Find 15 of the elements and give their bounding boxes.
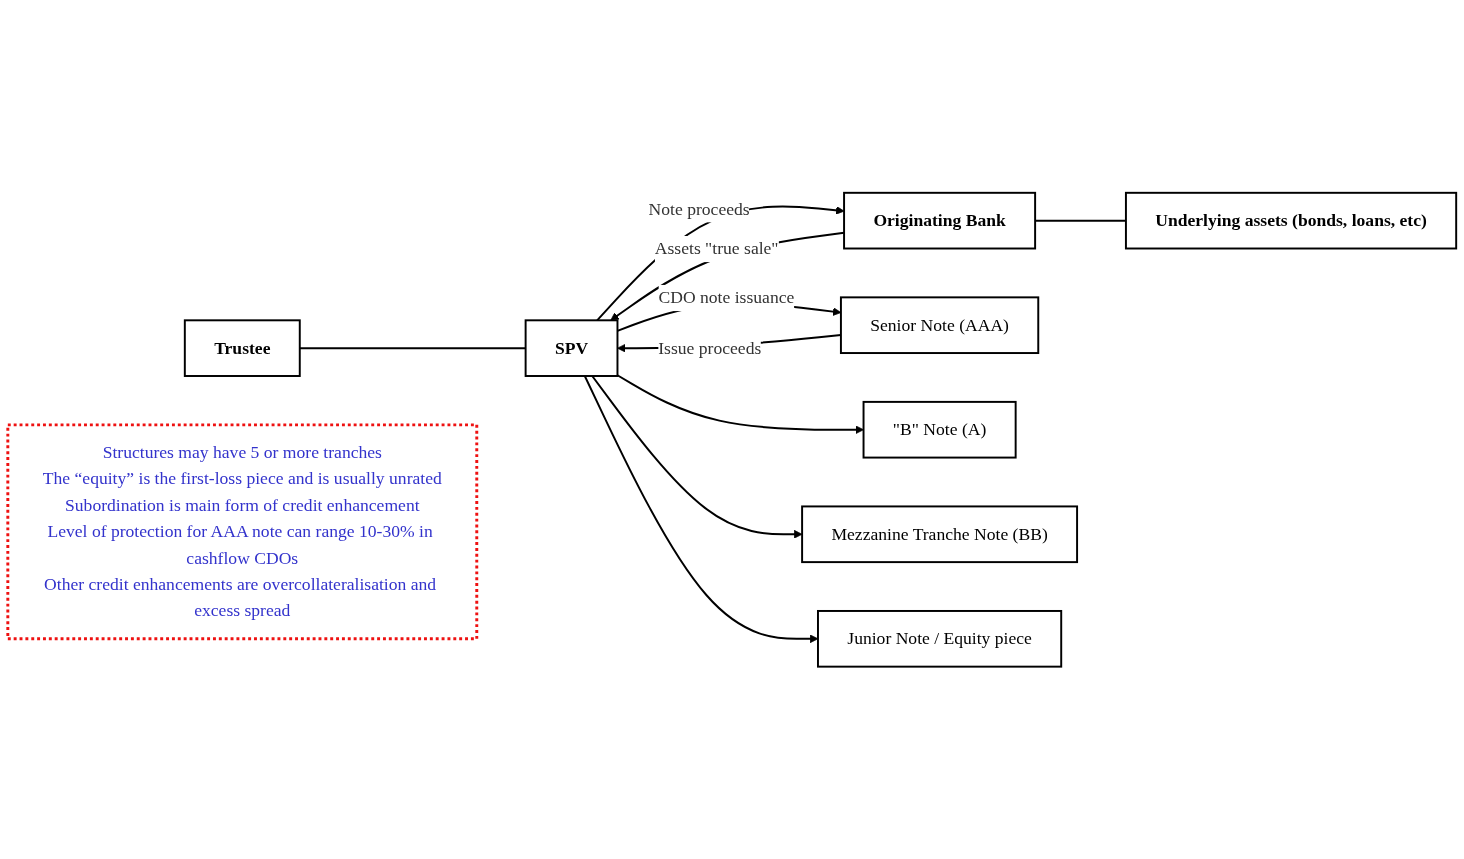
node-box: Underlying assets (bonds, loans, etc) bbox=[1124, 191, 1458, 250]
node-box: "B" Note (A) bbox=[862, 400, 1017, 459]
node-box: Structures may have 5 or more tranches The “equity” is the first-loss piece and is usually unrated Subordination is main form of credit enhancement Level of protection for AAA note can range 10-30% in cashflow CDOs Other credit enhancements are overcollateralisation and excess spread bbox=[6, 423, 479, 641]
edge-label: CDO note issuance bbox=[658, 287, 795, 308]
node-box: Mezzanine Tranche Note (BB) bbox=[801, 505, 1079, 563]
node-box: Originating Bank bbox=[843, 191, 1037, 250]
node-box: Senior Note (AAA) bbox=[839, 296, 1040, 354]
arrow bbox=[591, 374, 803, 539]
node-box: SPV bbox=[524, 319, 619, 377]
edge-label: Issue proceeds bbox=[658, 337, 762, 358]
edge-label: Note proceeds bbox=[648, 198, 750, 219]
edge-label: Assets "true sale" bbox=[654, 238, 779, 259]
arrow bbox=[616, 374, 864, 434]
node-box: Trustee bbox=[183, 319, 301, 377]
node-box: Junior Note / Equity piece bbox=[817, 609, 1063, 668]
